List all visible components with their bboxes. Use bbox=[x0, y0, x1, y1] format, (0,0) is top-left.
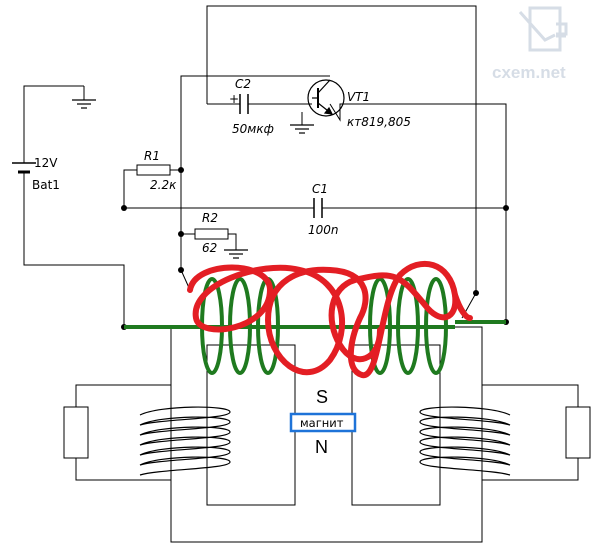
wire-collector bbox=[180, 75, 330, 270]
component-labels: C2 + 50мкф VT1 кт819,805 R1 2.2к C1 100n… bbox=[32, 77, 411, 255]
battery-name-label: Bat1 bbox=[32, 178, 60, 192]
output-loop-right bbox=[482, 384, 591, 481]
ground-symbol-battery bbox=[72, 99, 96, 109]
c2-polarity-label: + bbox=[229, 92, 239, 106]
junction-dot bbox=[178, 167, 184, 173]
wire-emitter bbox=[329, 103, 507, 322]
load-resistor-right bbox=[565, 406, 591, 459]
c2-name-label: C2 bbox=[235, 77, 251, 91]
battery-symbol bbox=[12, 160, 36, 182]
c1-value-label: 100n bbox=[308, 223, 339, 237]
wire-r1-left bbox=[123, 169, 137, 208]
magnet-label-box bbox=[289, 412, 357, 433]
pole-n-label: N bbox=[315, 437, 328, 457]
r1-name-label: R1 bbox=[144, 149, 160, 163]
c1-name-label: C1 bbox=[312, 182, 328, 196]
capacitor-c2 bbox=[239, 94, 262, 114]
resistor-r1 bbox=[136, 164, 171, 176]
battery-voltage-label: 12V bbox=[34, 156, 58, 170]
ground-symbol-emitter bbox=[290, 124, 314, 134]
wire-battery-bottom bbox=[23, 182, 125, 327]
core-window-left bbox=[206, 344, 296, 506]
resistor-r2 bbox=[194, 228, 229, 240]
wire-battery-top bbox=[23, 85, 84, 160]
vt1-name-label: VT1 bbox=[347, 90, 370, 104]
output-coil-left bbox=[139, 406, 231, 476]
watermark: cxem.net bbox=[492, 6, 568, 82]
c2-value-label: 50мкф bbox=[232, 122, 274, 136]
junction-dot bbox=[121, 205, 127, 211]
wire-r2-right bbox=[228, 233, 237, 250]
wire-c2-to-right bbox=[206, 5, 477, 293]
green-coil bbox=[124, 277, 506, 375]
junction-dot bbox=[503, 205, 509, 211]
watermark-logo-icon bbox=[518, 6, 568, 52]
wires bbox=[23, 5, 507, 327]
output-loop-left bbox=[63, 384, 171, 481]
junction-dot bbox=[473, 290, 479, 296]
r2-value-label: 62 bbox=[202, 241, 217, 255]
vt1-type-label: кт819,805 bbox=[347, 115, 411, 129]
load-resistor-left bbox=[63, 406, 89, 459]
watermark-text: cxem.net bbox=[492, 63, 566, 82]
capacitor-c1 bbox=[313, 198, 323, 218]
transistor-vt1 bbox=[307, 79, 345, 117]
red-coil bbox=[187, 260, 473, 378]
pole-s-label: S bbox=[316, 387, 328, 407]
r2-name-label: R2 bbox=[202, 211, 218, 225]
magnet-label: магнит bbox=[300, 416, 344, 430]
junction-dot bbox=[178, 267, 184, 273]
junction-dot bbox=[178, 231, 184, 237]
output-coil-right bbox=[419, 406, 511, 476]
r1-value-label: 2.2к bbox=[150, 178, 177, 192]
ground-symbol-r2 bbox=[224, 249, 248, 259]
